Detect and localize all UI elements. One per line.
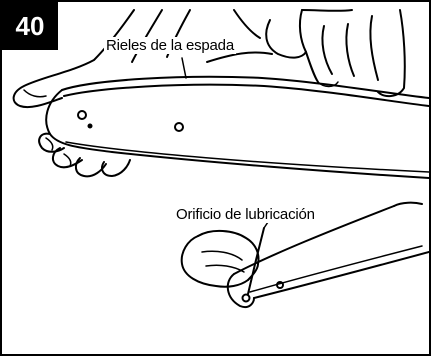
oil-hole [241,293,251,303]
bar-hole-2 [174,122,184,132]
line-drawing [12,9,429,308]
bar-rivet [87,123,93,129]
rails-leader-line [181,57,187,79]
guide-bar-bottom [226,201,429,308]
bar-hole-3 [276,281,284,289]
figure-number-badge: 40 [2,2,58,50]
bar-hole-1 [77,110,87,120]
guide-bar-top [45,75,429,179]
oil-hole-label: Orificio de lubricación [174,206,317,223]
cleaning-hand [180,221,269,295]
right-hand [206,9,406,98]
bar-rails-label: Rieles de la espada [104,37,236,54]
